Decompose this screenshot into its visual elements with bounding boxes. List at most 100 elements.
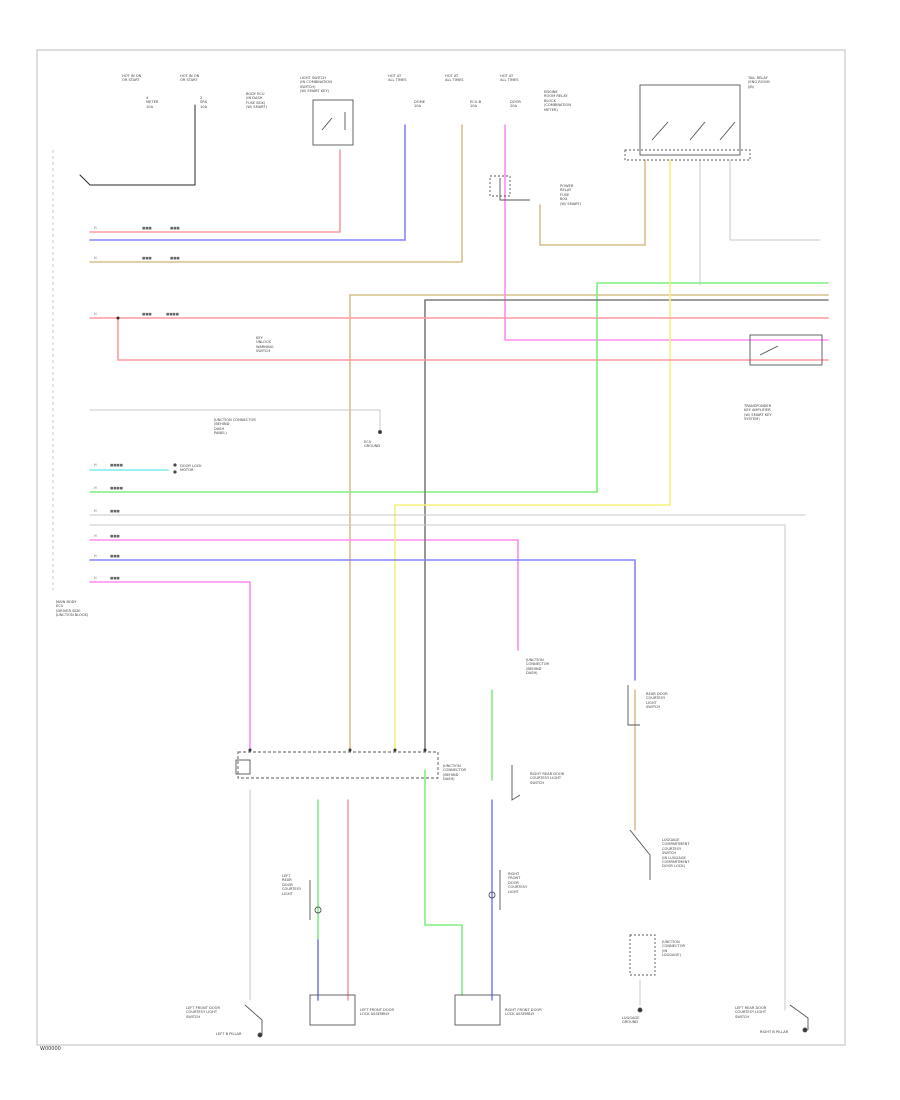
left-rear-light — [314, 906, 322, 914]
junction-lower-label: JUNCTION CONNECTOR (IN LUGGAGE) — [662, 940, 686, 958]
svg-text:■■■: ■■■ — [142, 312, 152, 316]
left-rear-switch-label: LEFT REAR DOOR COURTESY LIGHT SWITCH — [735, 1006, 767, 1019]
right-b-pillar-label: RIGHT B PILLAR — [760, 1030, 789, 1034]
ecu-ground-label: ECU GROUND — [364, 440, 381, 449]
door-fuse-label: DOOR 20A — [510, 100, 521, 109]
wire-blue-dome — [89, 124, 406, 241]
relay-connector — [624, 149, 751, 161]
body-ecu-label: BODY ECU (IN DASH FUSE BOX) (W/ SMART) — [246, 92, 267, 110]
key-sw-box — [489, 175, 511, 197]
right-rear-courtesy-label: RIGHT REAR DOOR COURTESY LIGHT SWITCH — [530, 772, 565, 785]
wire-pink-lower — [89, 539, 519, 651]
svg-text:■■■■: ■■■■ — [110, 463, 123, 467]
svg-text:H: H — [94, 256, 97, 260]
left-rear-courtesy-label: LEFT REAR DOOR COURTESY LIGHT — [282, 874, 302, 896]
left-front-lock-label: LEFT FRONT DOOR LOCK ASSEMBLY — [360, 1008, 394, 1017]
wire-black-stub — [79, 174, 91, 186]
relay-contacts — [651, 121, 736, 141]
door-lock-motor-label: DOOR LOCK MOTOR — [180, 464, 202, 473]
svg-text:■■■: ■■■ — [170, 226, 180, 230]
fuse-a-label: HOT IN ON OR START — [122, 74, 142, 83]
rear-door-courtesy-label: REAR DOOR COURTESY LIGHT SWITCH — [646, 692, 668, 710]
wire-red-lower — [117, 317, 829, 361]
transponder-switch — [759, 345, 779, 356]
relay-box — [639, 84, 741, 156]
right-front-courtesy-label: RIGHT FRONT DOOR COURTESY LIGHT — [508, 872, 528, 894]
wires — [79, 104, 829, 1011]
hot-at-all-3-label: HOT AT ALL TIMES — [500, 74, 519, 83]
junction-connector-label: JUNCTION CONNECTOR (BEHIND DASH PANEL) — [214, 418, 256, 436]
door-switch-right — [511, 765, 521, 801]
junction-ground — [377, 429, 383, 435]
courtesy-lights — [309, 870, 501, 920]
junction-mid-label: JUNCTION CONNECTOR (BEHIND DASH) — [443, 764, 467, 782]
left-front-courtesy-label: LEFT FRONT DOOR COURTESY LIGHT SWITCH — [186, 1006, 220, 1019]
svg-text:■■■: ■■■ — [110, 534, 120, 538]
svg-text:■■■: ■■■ — [110, 554, 120, 558]
wire-tan-relay — [539, 159, 646, 246]
svg-text:H: H — [94, 554, 97, 558]
luggage-switch — [629, 829, 651, 880]
right-front-light — [488, 891, 496, 899]
key-switch-label: KEY UNLOCK WARNING SWITCH — [256, 336, 274, 354]
luggage-ground-point — [637, 1007, 643, 1013]
right-ground-point — [802, 1027, 808, 1033]
hot-at-all-1-label: HOT AT ALL TIMES — [388, 74, 407, 83]
wire-tags: H■■■■■■ H■■■■■■ H■■■■■■■ H■■■■ H■■■■ H■■… — [94, 226, 180, 580]
fuse-b-sub-label: 2 SRS 10A — [200, 96, 208, 109]
svg-text:H: H — [94, 534, 97, 538]
main-body-ecu-label: MAIN BODY ECU (DRIVER SIDE JUNCTION BLOC… — [56, 600, 89, 618]
luggage-courtesy-label: LUGGAGE COMPARTMENT COURTESY SWITCH (IN … — [662, 838, 690, 869]
engine-room-label: ENGINE ROOM RELAY BLOCK (COMBINATION MET… — [544, 90, 572, 112]
dome-fuse-label: DOME 10A — [414, 100, 425, 109]
svg-text:H: H — [94, 226, 97, 230]
luggage-ground-label: LUGGAGE GROUND — [622, 1016, 640, 1025]
transponder-label: TRANSPONDER KEY AMPLIFIER (W/ SMART KEY … — [744, 404, 772, 422]
light-switch-label: LIGHT SWITCH (IN COMBINATION SWITCH) (W/… — [300, 76, 332, 94]
junction-connector-left — [235, 759, 251, 775]
cyan-end-2 — [173, 470, 177, 474]
components — [173, 84, 823, 1038]
junction-right-conn — [627, 685, 640, 726]
power-relay-label: POWER RELAY FUSE BOX (W/ SMART) — [560, 184, 581, 206]
diagram-frame — [36, 49, 846, 1046]
right-front-lock-label: RIGHT FRONT DOOR LOCK ASSEMBLY — [505, 1008, 542, 1017]
svg-text:■■■: ■■■ — [142, 226, 152, 230]
right-courtesy-switch — [789, 1004, 809, 1030]
wire-black-1 — [89, 104, 196, 186]
wire-tan-ecub — [89, 124, 463, 263]
wire-green-lower — [424, 769, 463, 996]
wire-blue-lower — [89, 559, 636, 681]
light-switch-box — [312, 99, 354, 146]
cyan-end-1 — [173, 463, 177, 467]
wire-lgray-2 — [89, 524, 786, 1011]
svg-text:H: H — [94, 576, 97, 580]
wire-yellow — [394, 159, 671, 751]
key-sw-lines — [499, 178, 530, 201]
splices — [116, 316, 427, 752]
svg-text:H: H — [94, 312, 97, 316]
light-switch-contacts — [321, 112, 346, 131]
svg-text:H: H — [94, 509, 97, 513]
junction-lower-box — [629, 934, 656, 976]
ecu-b-fuse-label: ECU-B 10A — [470, 100, 482, 109]
wire-red-light-switch — [89, 149, 341, 233]
right-lock-motor — [454, 994, 501, 1026]
fuse-b-label: HOT IN ON OR START — [180, 74, 200, 83]
transponder-box — [749, 334, 823, 366]
wire-green — [89, 282, 829, 493]
wire-lgray-junction — [89, 409, 381, 431]
tail-relay-label: TAIL RELAY (ENG ROOM J/B) — [748, 76, 770, 89]
left-lock-motor — [309, 994, 356, 1026]
left-ground-point — [257, 1032, 263, 1038]
wire-pink-left — [89, 581, 251, 751]
svg-text:■■■■: ■■■■ — [110, 486, 123, 490]
svg-text:■■■: ■■■ — [170, 256, 180, 260]
svg-text:■■■■: ■■■■ — [166, 312, 179, 316]
svg-text:H: H — [94, 486, 97, 490]
svg-text:■■■: ■■■ — [110, 509, 120, 513]
fuse-a-sub-label: 4 METER 10A — [146, 96, 159, 109]
diagram-footer-code: W00000 — [40, 1046, 61, 1052]
